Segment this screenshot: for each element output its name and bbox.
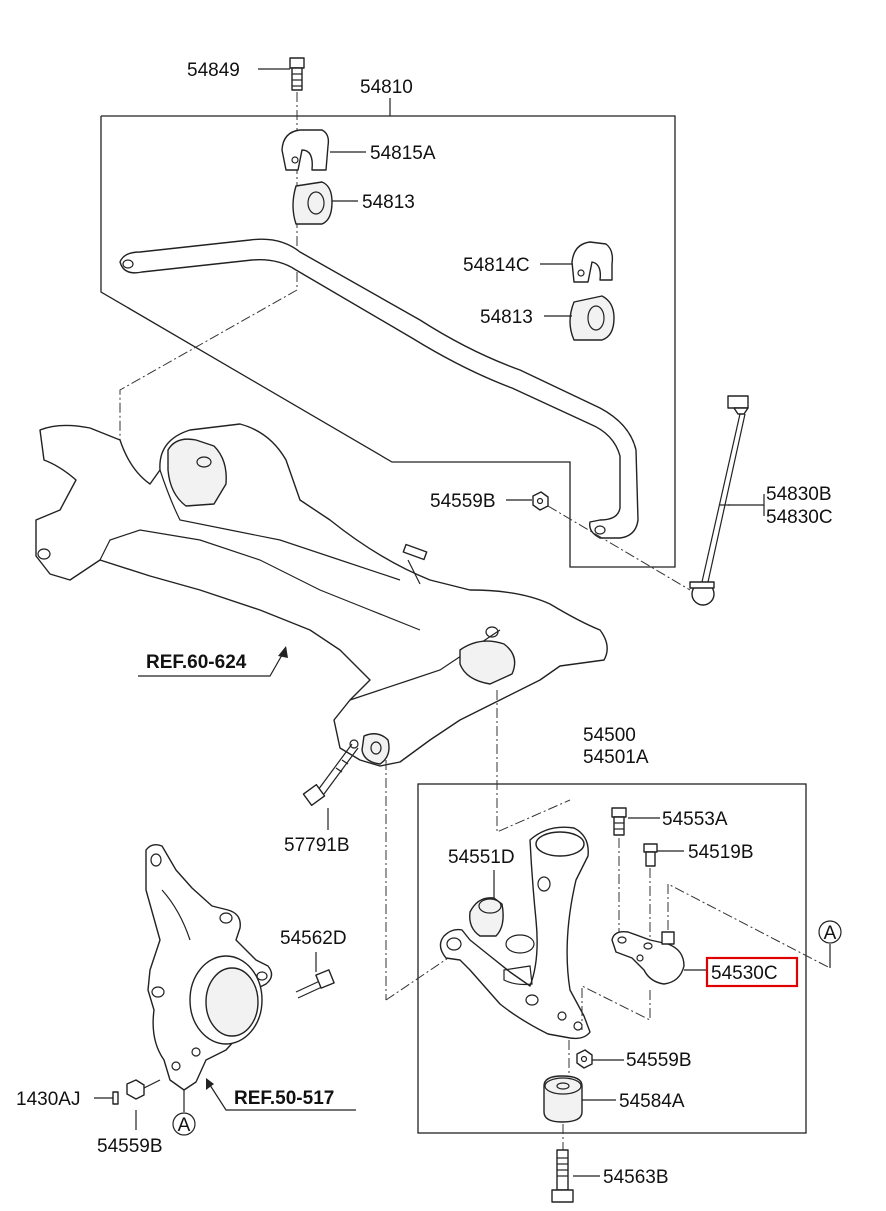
label-54830C: 54830C [766,507,833,528]
marker-a-left-letter: A [178,1115,191,1136]
label-54815A: 54815A [370,143,436,164]
bolt-54553A [611,807,627,836]
stabilizer-group-frame [100,115,676,568]
label-54530C: 54530C [711,963,778,984]
stabilizer-bar [119,238,639,539]
label-54849: 54849 [187,60,240,81]
ref-60-624-label: REF.60-624 [146,652,247,673]
bushing-54813-lower [569,295,615,341]
lower-arm-group-frame [417,783,807,1134]
highlight-54530C [705,956,799,988]
nut-54559B-bottom [126,1079,161,1100]
marker-a-right-letter: A [824,923,837,944]
label-54563B: 54563B [603,1167,669,1188]
label-54813-top: 54813 [362,192,415,213]
front-subframe [35,423,608,767]
bushing-54813-top [292,181,333,225]
label-54813-lower: 54813 [480,307,533,328]
clamp-54814C [571,241,614,283]
label-54814C: 54814C [463,255,530,276]
ref-60-624: REF.60-624 [138,646,288,677]
bolt-54563B [551,1149,574,1203]
ref-50-517-label: REF.50-517 [234,1088,334,1109]
bushing-54551D [469,897,504,937]
nut-54559B-mid [576,1049,593,1069]
label-54553A: 54553A [662,809,728,830]
bolt-57791B [302,743,359,807]
cotter-pin-1430AJ [112,1091,119,1105]
label-54584A: 54584A [619,1091,685,1112]
label-54562D: 54562D [280,928,347,949]
bushing-54584A [543,1075,583,1123]
lower-control-arm [439,826,591,1040]
ref-50-517: REF.50-517 [206,1078,356,1111]
label-54830B: 54830B [766,484,832,505]
label-54559B-top: 54559B [430,491,496,512]
clamp-54815A [281,129,330,171]
nut-54559B-top [532,491,549,511]
stabilizer-link [689,395,749,606]
steering-knuckle [145,843,273,1091]
label-54500: 54500 [583,725,636,746]
label-54559B-bottom: 54559B [97,1136,163,1157]
bolt-54562D [295,969,335,999]
reference-marker-a-right: A [818,920,842,968]
label-54559B-mid: 54559B [626,1050,692,1071]
label-54551D: 54551D [448,847,515,868]
label-54519B: 54519B [688,842,754,863]
label-57791B: 57791B [284,835,350,856]
label-54810: 54810 [360,77,413,98]
bolt-54849 [289,57,305,91]
label-54501A: 54501A [583,747,649,768]
reference-marker-a-left: A [172,1090,196,1136]
ball-joint-54530C [611,930,685,985]
bolt-54519B [643,843,658,867]
label-1430AJ: 1430AJ [16,1089,80,1110]
